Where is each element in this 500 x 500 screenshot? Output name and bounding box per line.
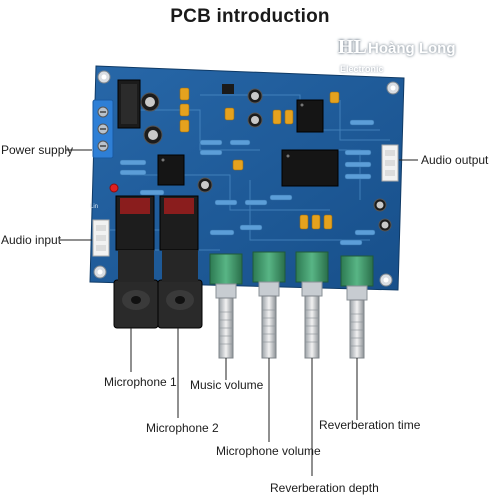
potentiometer-reverberation-time — [340, 255, 374, 359]
label-reverberation-time: Reverberation time — [319, 418, 421, 432]
mounting-holes — [93, 70, 400, 287]
resistors — [119, 119, 376, 246]
brand-logo: HL Hoàng Long Electronic — [338, 34, 478, 82]
potentiometer-music-volume — [209, 253, 243, 359]
leader-lines — [60, 149, 418, 476]
potentiometer-reverberation-depth — [295, 251, 329, 359]
label-power-supply: Power supply — [1, 143, 74, 157]
logo-mark: HL — [338, 36, 367, 58]
logo-sub: Electronic — [340, 64, 384, 74]
label-audio-input: Audio input — [1, 233, 62, 247]
capacitors — [140, 88, 392, 232]
audio-output-header — [381, 144, 399, 182]
logo-brand: Hoàng Long — [368, 40, 456, 57]
ceramic-capacitors — [179, 87, 340, 230]
label-microphone-2: Microphone 2 — [146, 421, 219, 435]
label-audio-output: Audio output — [421, 153, 489, 167]
power-terminal — [92, 99, 114, 159]
label-microphone-volume: Microphone volume — [216, 444, 321, 458]
label-microphone-1: Microphone 1 — [104, 375, 177, 389]
microphone-jack-2 — [157, 195, 203, 329]
ic-chips — [157, 99, 339, 187]
audio-input-header — [92, 219, 110, 257]
page-title: PCB introduction — [170, 6, 330, 27]
transistors — [222, 84, 234, 94]
board-label-lin: Lin — [90, 204, 99, 210]
power-led — [109, 183, 119, 193]
microphone-jack-1 — [113, 195, 159, 329]
label-reverberation-depth: Reverberation depth — [270, 481, 379, 495]
potentiometer-microphone-volume — [252, 251, 286, 359]
label-music-volume: Music volume — [190, 378, 264, 392]
